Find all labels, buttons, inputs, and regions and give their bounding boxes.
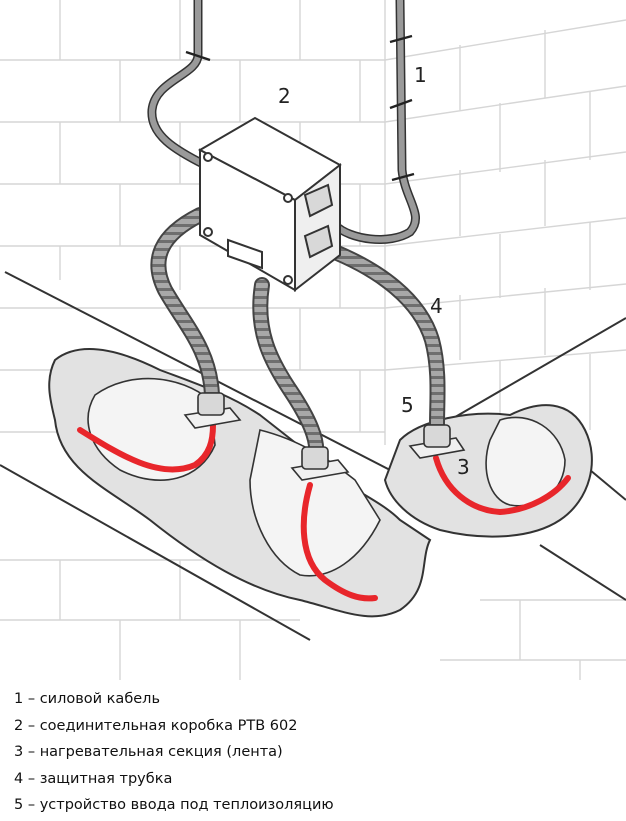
- pipe: [0, 271, 626, 641]
- callout-3: 3: [457, 455, 470, 479]
- callout-5: 5: [401, 393, 414, 417]
- insulation-right: [383, 404, 593, 538]
- heating-cable: [77, 422, 571, 602]
- legend: 1 – силовой кабель 2 – соединительная ко…: [14, 686, 334, 819]
- entry-glands: [183, 392, 466, 481]
- insulation-left: [48, 348, 432, 618]
- junction-box: [197, 116, 342, 293]
- legend-item-heating-section: 3 – нагревательная секция (лента): [14, 744, 283, 760]
- callout-2: 2: [278, 84, 291, 108]
- pipe-heating-diagram: 1 2 3 4 5: [0, 0, 626, 680]
- callout-1: 1: [414, 63, 427, 87]
- legend-item-junction-box: 2 – соединительная коробка PTB 602: [14, 717, 298, 734]
- legend-item-power-cable: 1 – силовой кабель: [14, 691, 160, 707]
- callout-labels: 1 2 3 4 5: [278, 63, 470, 479]
- legend-item-entry-device: 5 – устройство ввода под теплоизоляцию: [14, 797, 334, 813]
- cable-break-marks: [185, 34, 415, 182]
- legend-item-protective-conduit: 4 – защитная трубка: [14, 770, 173, 787]
- callout-4: 4: [430, 294, 443, 318]
- power-cable-core: [148, 0, 419, 243]
- protective-conduit: [150, 207, 446, 463]
